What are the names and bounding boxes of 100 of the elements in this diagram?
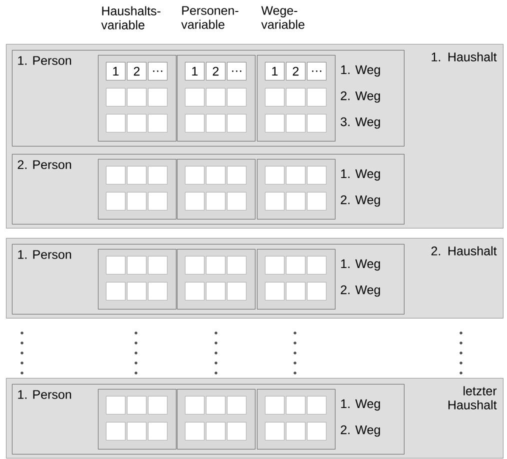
trip-label: 1. Weg: [341, 259, 380, 271]
variable-cell: 2: [206, 62, 226, 80]
variable-cell: [265, 256, 284, 274]
variable-cell: [307, 114, 326, 132]
variable-cell: [286, 114, 306, 132]
household-label: letzter Haushalt: [448, 386, 497, 410]
variable-cell: [106, 166, 126, 184]
variable-cell: [307, 166, 326, 184]
variable-cell: 1: [106, 62, 126, 80]
trip-label: 3. Weg: [340, 117, 380, 129]
person-label: 1. Person: [18, 56, 72, 65]
variable-cell: [227, 256, 246, 274]
variable-cell: [185, 192, 204, 210]
household-label: 1. Haushalt: [432, 52, 497, 62]
variable-cell: [148, 114, 168, 132]
variable-cell: [307, 396, 326, 414]
household-label: 2. Haushalt: [431, 246, 497, 256]
trip-label: 1. Weg: [341, 169, 380, 181]
variable-cell: [227, 88, 246, 106]
variable-cell: [227, 396, 246, 414]
variable-cell: [265, 282, 284, 300]
variable-cell: [206, 88, 226, 106]
column-heading: Wege- variable: [261, 6, 304, 29]
variable-cell: [127, 282, 146, 300]
variable-cell: [286, 282, 306, 300]
variable-cell: …: [307, 62, 326, 80]
variable-cell: [307, 256, 326, 274]
variable-cell: [127, 192, 146, 210]
variable-cell: [206, 256, 226, 274]
variable-cell: [127, 114, 146, 132]
variable-cell: [148, 282, 168, 300]
variable-cell: [286, 88, 306, 106]
variable-cell: …: [227, 62, 246, 80]
variable-cell: [106, 396, 126, 414]
variable-cell: [206, 166, 226, 184]
variable-cell: [127, 88, 146, 106]
person-label: 1. Person: [18, 250, 72, 259]
variable-cell: [148, 192, 168, 210]
variable-cell: [185, 256, 204, 274]
trip-label: 1. Weg: [341, 399, 380, 411]
variable-cell: [148, 256, 168, 274]
trip-label: 2. Weg: [340, 285, 380, 297]
variable-cell: [286, 256, 306, 274]
variable-cell: [148, 88, 168, 106]
variable-cell: [185, 114, 204, 132]
variable-cell: [106, 422, 126, 440]
variable-cell: [127, 422, 146, 440]
variable-cell: [307, 282, 326, 300]
person-label: 1. Person: [18, 390, 72, 399]
variable-cell: [106, 282, 126, 300]
variable-cell: [106, 114, 126, 132]
variable-cell: [307, 422, 326, 440]
trip-label: 1. Weg: [341, 65, 380, 77]
variable-cell: [148, 396, 168, 414]
variable-cell: [106, 88, 126, 106]
variable-cell: [106, 192, 126, 210]
variable-cell: [185, 422, 204, 440]
variable-cell: [206, 114, 226, 132]
variable-cell: [106, 256, 126, 274]
variable-cell: [127, 396, 146, 414]
person-label: 2. Person: [18, 160, 72, 170]
variable-cell: …: [148, 62, 168, 80]
column-heading: Haushalts- variable: [101, 6, 160, 30]
variable-cell: [206, 396, 226, 414]
variable-cell: [185, 88, 204, 106]
variable-cell: 1: [185, 62, 204, 80]
variable-cell: [206, 282, 226, 300]
variable-cell: [286, 422, 306, 440]
variable-cell: [265, 88, 284, 106]
variable-cell: 1: [265, 62, 284, 80]
trip-label: 2. Weg: [340, 195, 380, 207]
variable-cell: [185, 166, 204, 184]
variable-cell: [265, 114, 284, 132]
variable-cell: [265, 192, 284, 210]
variable-cell: [227, 166, 246, 184]
variable-cell: [206, 422, 226, 440]
column-heading: Personen- variable: [181, 6, 238, 29]
variable-cell: [185, 282, 204, 300]
variable-cell: [127, 166, 146, 184]
variable-cell: [148, 422, 168, 440]
variable-cell: [307, 192, 326, 210]
variable-cell: [206, 192, 226, 210]
variable-cell: [286, 166, 306, 184]
variable-cell: [286, 192, 306, 210]
trip-label: 2. Weg: [340, 425, 380, 437]
variable-cell: [227, 114, 246, 132]
variable-cell: [307, 88, 326, 106]
variable-cell: [265, 396, 284, 414]
variable-cell: [185, 396, 204, 414]
variable-cell: [286, 396, 306, 414]
variable-cell: [127, 256, 146, 274]
variable-cell: [227, 282, 246, 300]
variable-cell: [227, 192, 246, 210]
variable-cell: [265, 422, 284, 440]
variable-cell: [227, 422, 246, 440]
variable-cell: 2: [127, 62, 146, 80]
variable-cell: [265, 166, 284, 184]
trip-label: 2. Weg: [340, 91, 380, 103]
variable-cell: 2: [286, 62, 306, 80]
variable-cell: [148, 166, 168, 184]
